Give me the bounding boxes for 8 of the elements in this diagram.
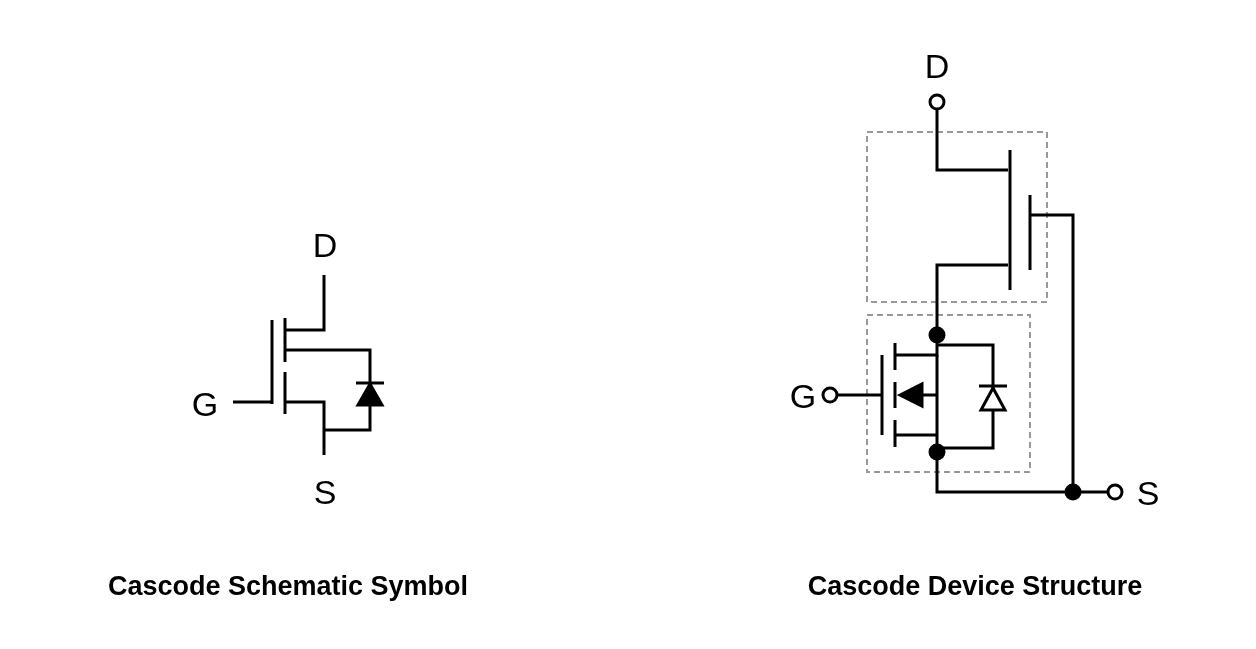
pin-label: S	[313, 475, 337, 509]
pin-label: S	[1136, 476, 1160, 510]
pin-label: D	[312, 228, 338, 262]
pin-label: D	[924, 49, 950, 83]
pin-label: G	[191, 387, 219, 421]
pin-label: G	[789, 379, 817, 413]
caption: Cascode Schematic Symbol	[107, 572, 469, 600]
caption: Cascode Device Structure	[807, 572, 1143, 600]
